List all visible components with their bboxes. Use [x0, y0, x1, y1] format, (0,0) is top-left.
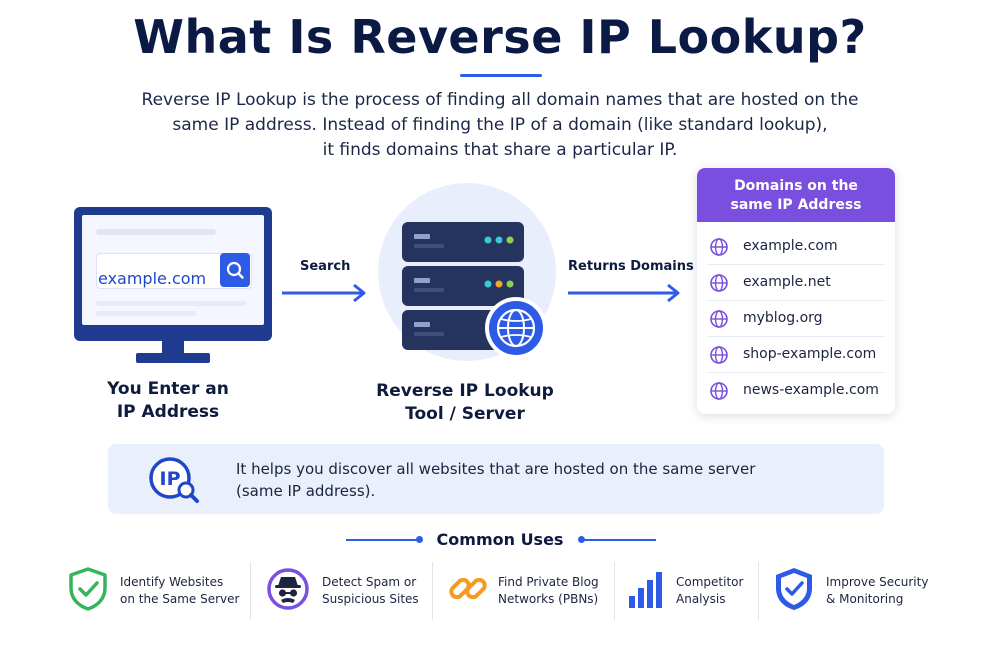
arrow-2-label: Returns Domains — [568, 259, 694, 274]
use-divider — [758, 562, 759, 620]
domain-name: example.com — [743, 238, 838, 254]
monitor-illustration: example.com — [74, 207, 274, 365]
domain-name: shop-example.com — [743, 346, 877, 362]
bar-chart-icon — [629, 572, 662, 608]
use-divider — [614, 562, 615, 620]
domain-name: news-example.com — [743, 382, 879, 398]
domain-list-item[interactable]: example.com — [707, 229, 885, 265]
domain-list-item[interactable]: example.net — [707, 265, 885, 301]
server-icon — [402, 222, 547, 359]
screen-placeholder-bar — [96, 301, 246, 306]
globe-icon — [710, 238, 728, 256]
info-banner: IP It helps you discover all websites th… — [108, 444, 884, 514]
globe-icon — [710, 346, 728, 364]
step-2-label-line-1: Reverse IP Lookup — [376, 381, 554, 401]
use-item-competitor-analysis: Competitor Analysis — [626, 562, 766, 620]
domain-list-item[interactable]: myblog.org — [707, 301, 885, 337]
uses-divider-left — [346, 539, 418, 541]
step-1-label-line-2: IP Address — [116, 402, 220, 422]
step-1-label-line-1: You Enter an — [107, 379, 229, 399]
ip-search-icon: IP — [149, 457, 199, 503]
arrow-right-icon — [568, 283, 680, 303]
uses-divider-dot — [416, 536, 423, 543]
domain-list-item[interactable]: shop-example.com — [707, 337, 885, 373]
domain-name: myblog.org — [743, 310, 823, 326]
uses-divider-dot — [578, 536, 585, 543]
use-label-line-1: Find Private Blog — [498, 575, 599, 589]
search-input-value: example.com — [98, 269, 207, 288]
use-label-line-1: Improve Security — [826, 575, 929, 589]
monitor-base — [136, 353, 210, 363]
globe-icon — [710, 274, 728, 292]
use-divider — [250, 562, 251, 620]
intro-line-2: same IP address. Instead of finding the … — [172, 115, 828, 135]
intro-line-1: Reverse IP Lookup is the process of find… — [141, 90, 859, 110]
arrow-right-icon — [282, 283, 366, 303]
banner-text: It helps you discover all websites that … — [236, 458, 836, 502]
screen-placeholder-bar — [96, 311, 196, 316]
search-button[interactable] — [220, 253, 250, 287]
spy-icon — [267, 568, 309, 610]
use-label-line-1: Identify Websites — [120, 575, 224, 589]
use-divider — [432, 562, 433, 620]
monitor-screen: example.com — [82, 215, 264, 325]
domains-header-line-2: same IP Address — [730, 197, 862, 213]
page-title: What Is Reverse IP Lookup? — [133, 10, 867, 64]
use-label-line-2: on the Same Server — [120, 592, 240, 606]
use-label-line-2: Networks (PBNs) — [498, 592, 599, 606]
domains-header-line-1: Domains on the — [734, 178, 858, 194]
chain-link-icon — [449, 577, 487, 600]
step-2-label-line-2: Tool / Server — [405, 404, 525, 424]
intro-paragraph: Reverse IP Lookup is the process of find… — [120, 88, 880, 163]
use-item-identify-websites: Identify Websites on the Same Server — [66, 562, 246, 620]
shield-security-icon — [776, 568, 812, 610]
ip-icon-text: IP — [160, 468, 181, 490]
domain-name: example.net — [743, 274, 831, 290]
use-item-find-pbn: Find Private Blog Networks (PBNs) — [446, 562, 616, 620]
banner-line-1: It helps you discover all websites that … — [236, 460, 756, 478]
shield-check-icon — [69, 567, 107, 611]
step-1-label: You Enter an IP Address — [88, 378, 248, 424]
use-label-line-1: Detect Spam or — [322, 575, 417, 589]
domains-card: Domains on the same IP Address example.c… — [697, 168, 895, 414]
uses-divider-right — [584, 539, 656, 541]
domain-list-item[interactable]: news-example.com — [707, 373, 885, 408]
common-uses-title: Common Uses — [436, 530, 564, 549]
globe-icon — [710, 382, 728, 400]
use-item-improve-security: Improve Security & Monitoring — [772, 562, 942, 620]
use-label-line-2: Suspicious Sites — [322, 592, 419, 606]
use-label-line-1: Competitor — [676, 575, 744, 589]
intro-line-3: it finds domains that share a particular… — [322, 140, 678, 160]
screen-placeholder-bar — [96, 229, 216, 235]
monitor-frame: example.com — [74, 207, 272, 341]
arrow-1-label: Search — [300, 259, 351, 274]
monitor-stand — [162, 341, 184, 355]
use-label-line-2: Analysis — [676, 592, 726, 606]
domains-card-header: Domains on the same IP Address — [697, 168, 895, 222]
search-icon — [226, 261, 244, 279]
use-item-detect-spam: Detect Spam or Suspicious Sites — [266, 562, 436, 620]
step-2-label: Reverse IP Lookup Tool / Server — [370, 380, 560, 426]
globe-icon — [710, 310, 728, 328]
banner-line-2: (same IP address). — [236, 482, 376, 500]
use-label-line-2: & Monitoring — [826, 592, 904, 606]
title-underline — [460, 74, 542, 77]
